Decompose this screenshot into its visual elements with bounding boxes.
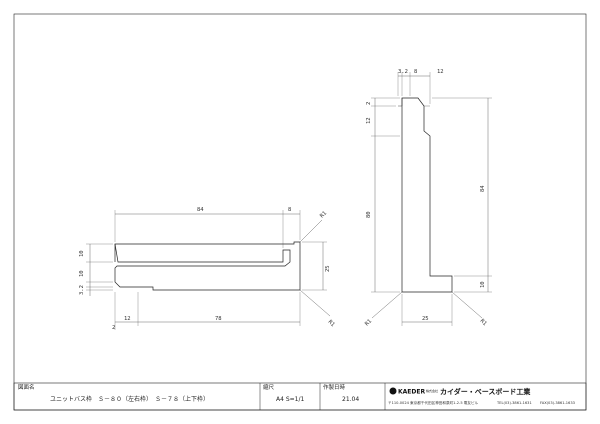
scale-value: A4 S=1/1 bbox=[276, 396, 305, 403]
drawing-name: ユニットバス枠 Ｓ－８０（左右枠） Ｓ－７８（上下枠） bbox=[50, 395, 209, 403]
dim-right-left-80: 80 bbox=[366, 211, 372, 218]
dim-left-bottom-2: 2 bbox=[112, 325, 115, 331]
left-profile-view: 84 8 R1 10 10 3.2 25 12 78 2 R1 bbox=[79, 207, 336, 331]
dim-left-bottom-78: 78 bbox=[215, 316, 222, 322]
logo-mark-icon bbox=[389, 387, 397, 395]
dim-right-r1-right: R1 bbox=[479, 318, 488, 327]
title-block: 図面名 ユニットバス枠 Ｓ－８０（左右枠） Ｓ－７８（上下枠） 縮尺 A4 S=… bbox=[13, 382, 587, 411]
company-fax: FAX(03)-3861-1633 bbox=[540, 401, 575, 405]
dim-left-r1-top: R1 bbox=[319, 210, 328, 219]
dim-left-bottom-12: 12 bbox=[124, 316, 131, 322]
dim-left-25: 25 bbox=[325, 265, 331, 272]
dim-right-left-2: 2 bbox=[366, 102, 372, 105]
dim-left-r1-bottom: R1 bbox=[327, 319, 336, 328]
left-profile-outline bbox=[114, 241, 301, 291]
dim-right-10: 10 bbox=[480, 281, 486, 288]
dim-left-10a: 10 bbox=[79, 250, 85, 257]
company-logo: KAEDER bbox=[389, 387, 425, 396]
scale-label: 縮尺 bbox=[263, 383, 275, 391]
dim-left-32: 3.2 bbox=[79, 285, 85, 295]
dim-right-top-12: 12 bbox=[437, 69, 444, 75]
dim-left-top-8: 8 bbox=[288, 207, 291, 213]
dim-right-84: 84 bbox=[480, 185, 486, 192]
dim-left-top-84: 84 bbox=[197, 207, 204, 213]
drawing-name-label: 図面名 bbox=[18, 383, 35, 391]
dim-right-r1-left: R1 bbox=[364, 318, 373, 327]
company-tel: TEL(03)-3861-1631 bbox=[496, 401, 532, 405]
dim-right-bottom-25: 25 bbox=[422, 316, 429, 322]
company-address: 〒110-0024 東京都千代田区神田和泉町1-2-5 電友ビル bbox=[388, 400, 479, 405]
dim-right-top-32: 3.2 bbox=[398, 69, 408, 75]
right-profile-view: 3.2 8 12 2 12 80 84 10 25 R1 R1 bbox=[364, 69, 492, 327]
dim-right-left-12: 12 bbox=[366, 117, 372, 124]
right-profile-outline bbox=[401, 97, 453, 293]
company-name: カイダー・ベースボード工業 bbox=[440, 387, 531, 396]
dim-left-10b: 10 bbox=[79, 270, 85, 277]
dim-right-top-8: 8 bbox=[414, 69, 417, 75]
company-prefix: 株式会社 bbox=[426, 388, 438, 393]
date-label: 作製日時 bbox=[323, 383, 346, 391]
logo-text: KAEDER bbox=[398, 389, 425, 396]
date-value: 21.04 bbox=[342, 396, 359, 403]
